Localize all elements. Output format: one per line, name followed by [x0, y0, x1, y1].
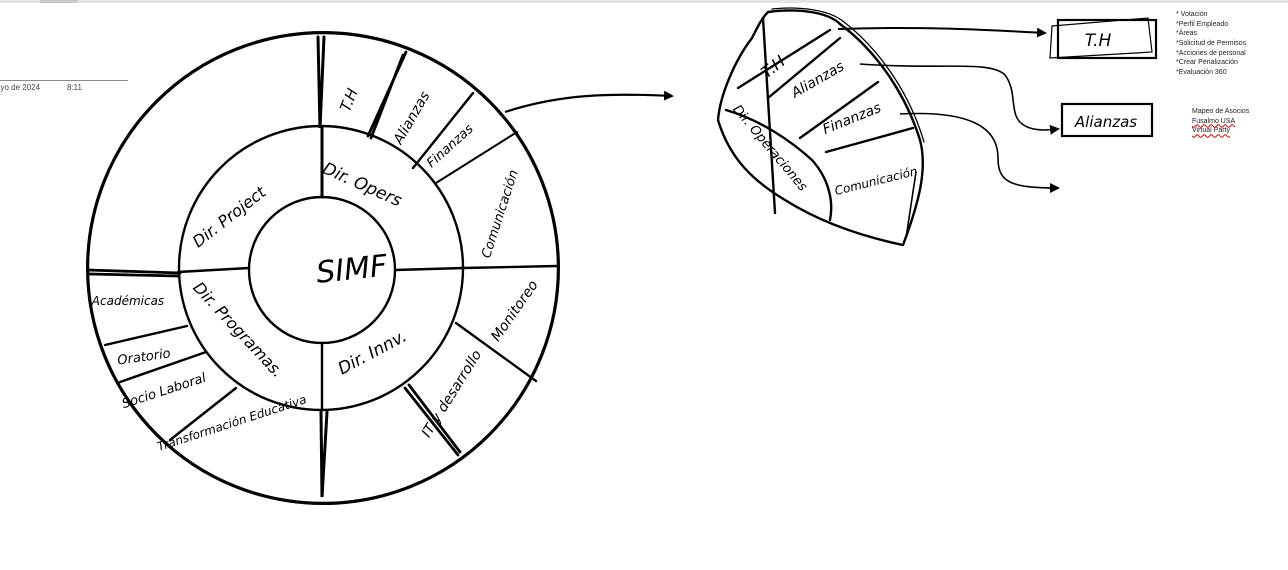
divider-outer-10: [103, 324, 189, 347]
box-alianzas-label: Alianzas: [1074, 113, 1137, 131]
arrow-finanzas-to-stub: [899, 112, 1060, 193]
fan-director-bar: [761, 16, 777, 215]
fan-outline: [716, 9, 924, 247]
wheel-area-comunicacion: Comunicación: [479, 168, 522, 260]
notes-th-item: *Crear Penalización: [1176, 59, 1238, 67]
divider-outer-11: [86, 268, 182, 278]
wheel-area-alianzas: Alianzas: [390, 89, 433, 148]
notes-th-item: *Solicitud de Permisos: [1176, 40, 1247, 48]
fan-divider-0: [736, 28, 832, 90]
box-th-frame-echo: [1049, 17, 1153, 59]
notes-th-item: * Votación: [1176, 11, 1208, 18]
divider-outer-1: [366, 50, 408, 140]
divider-outer-2: [411, 91, 475, 170]
wheel-director-programs: Dir. Programas.: [189, 278, 287, 381]
wheel-area-transformacion-label: Transformación Educativa: [155, 392, 308, 454]
divider-inner-left: [176, 266, 251, 274]
notes-alianzas-item: Virtual Party: [1192, 127, 1230, 135]
box-alianzas: [1060, 102, 1154, 138]
wheel-area-transformacion: Transformación Educativa: [155, 392, 308, 454]
box-th: [1049, 17, 1158, 60]
top-toolbar-strip: [0, 0, 1288, 3]
notes-th-item: *Áreas: [1176, 30, 1198, 38]
wheel-outer-ring-echo: [86, 31, 560, 505]
notes-th-list: * Votación *Perfil Empleado *Áreas *Soli…: [1176, 10, 1246, 78]
notes-th-item: *Perfil Empleado: [1176, 20, 1229, 28]
notes-alianzas-item: Fusalmo USA: [1192, 117, 1236, 125]
fan-area-th: T.H: [757, 52, 788, 82]
fan-area-finanzas: Finanzas: [820, 100, 883, 138]
fan-divider-2: [798, 80, 880, 140]
box-alianzas-frame: [1060, 102, 1154, 138]
box-th-label: T.H: [1085, 31, 1112, 51]
arrow-th-to-box: [837, 26, 1047, 38]
fan-divider-3: [824, 126, 915, 154]
notes-alianzas-list: Mapeo de Asocios Fusalmo USA Virtual Par…: [1192, 107, 1249, 136]
notes-th-item: *Evaluación 360: [1176, 69, 1227, 77]
wheel-area-academicas: Académicas: [91, 294, 164, 308]
divider-outer-8: [168, 386, 238, 442]
divider-outer-9: [118, 350, 208, 384]
page-tab-marker: [40, 0, 78, 3]
divider-inner-right: [393, 266, 466, 272]
fan-edge-tick: [905, 171, 917, 239]
divider-outer-7: [319, 410, 329, 498]
wheel-area-th: T.H: [336, 86, 361, 114]
arrow-alianzas-to-box: [859, 63, 1060, 135]
fan-area-alianzas: Alianzas: [788, 59, 847, 102]
arrow-wheel-to-fan: [504, 90, 674, 114]
notes-alianzas-item: Mapeo de Asocios: [1192, 108, 1250, 115]
wheel-outer-ring: [86, 31, 560, 505]
page-time: 8:11: [67, 83, 82, 92]
wheel-area-finanzas: Finanzas: [424, 122, 477, 172]
wheel-director-ops: Dir. Opers: [319, 159, 404, 212]
divider-outer-3: [435, 131, 518, 184]
divider-outer-0: [316, 35, 326, 129]
page-date: ayo de 2024: [0, 83, 41, 92]
notes-th-item: *Acciones de personal: [1176, 49, 1246, 57]
org-wheel: [86, 31, 560, 505]
wheel-area-monitoreo: Monitoreo: [488, 278, 541, 345]
page-title-rule: [0, 80, 128, 81]
wheel-director-innov: Dir. Innv.: [335, 327, 410, 380]
box-th-frame: [1056, 18, 1158, 60]
divider-outer-4: [461, 264, 559, 270]
divider-outer-6: [403, 383, 462, 457]
wheel-center-label: SIMF: [315, 249, 390, 291]
fan-director-boundary: [724, 108, 833, 222]
divider-outer-5: [454, 321, 538, 383]
wheel-area-oratorio: Oratorio: [117, 346, 172, 368]
fan-divider-1: [766, 36, 842, 100]
fan-area-comunicacion: Comunicación: [833, 164, 919, 198]
